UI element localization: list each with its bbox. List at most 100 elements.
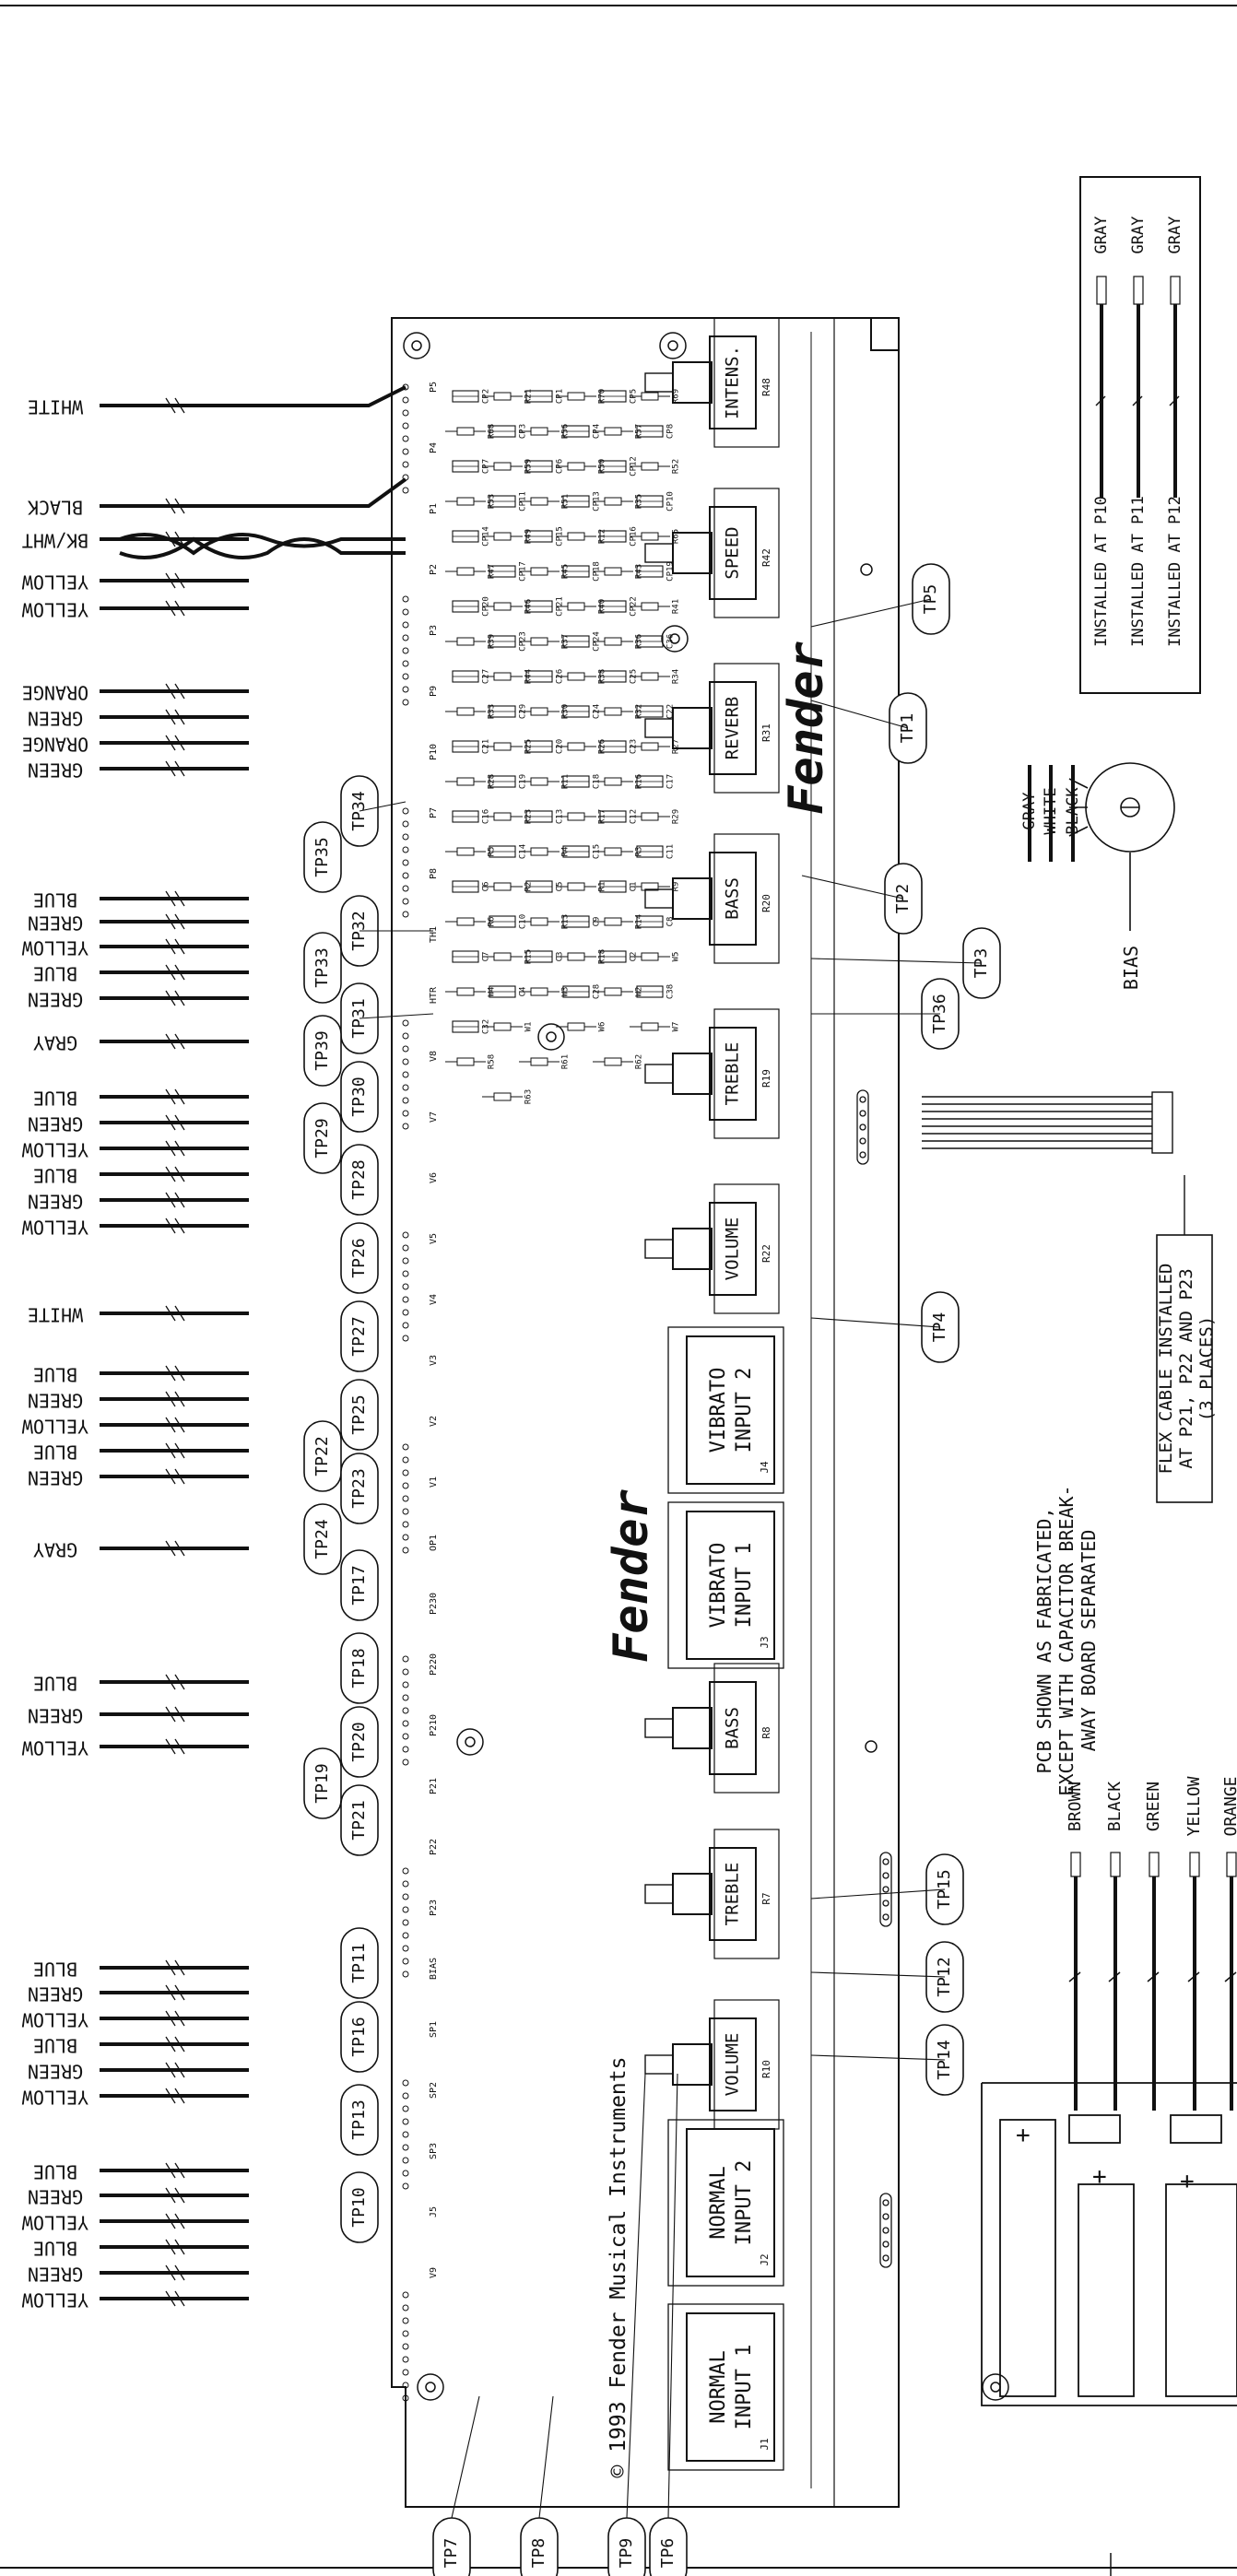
- flex-note: FLEX CABLE INSTALLED AT P21, P22 AND P23…: [1156, 1175, 1217, 1503]
- test-point-label: TP25: [349, 1394, 369, 1434]
- test-point-label: TP27: [349, 1316, 369, 1356]
- test-point-label: TP23: [349, 1468, 369, 1508]
- installed-label: INSTALLED AT P12: [1166, 496, 1184, 647]
- left-wire: GREEN: [28, 1983, 249, 2006]
- test-point: TP6: [649, 2517, 688, 2576]
- misc-ref: BIAS: [429, 1958, 439, 1980]
- resistor-ref: W5: [672, 952, 681, 962]
- test-point-label: TP32: [349, 911, 369, 950]
- resistor-ref: R27: [672, 739, 681, 754]
- resistor-ref: R65: [672, 529, 681, 544]
- svg-text:EXCEPT WITH CAPACITOR BREAK-: EXCEPT WITH CAPACITOR BREAK-: [1055, 1485, 1078, 1795]
- jack-ref: J4: [759, 1461, 771, 1474]
- left-wire: BLUE: [33, 963, 249, 985]
- misc-ref: P4: [429, 442, 439, 453]
- resistor-ref: R34: [672, 669, 681, 684]
- left-wire: GREEN: [28, 2264, 249, 2286]
- resistor: W7: [630, 1022, 681, 1031]
- test-point: TP27: [340, 1300, 379, 1372]
- capacitor-ref: C8: [666, 917, 676, 927]
- installed-label: INSTALLED AT P11: [1129, 496, 1148, 647]
- left-wire-label: GREEN: [28, 2186, 83, 2208]
- left-wire-label: BLUE: [33, 963, 77, 985]
- left-wire: GREEN: [28, 2186, 249, 2208]
- left-wire-label: YELLOW: [21, 2087, 88, 2109]
- left-wire: GREEN: [28, 1113, 249, 1135]
- pot-ref: R8: [760, 1726, 772, 1738]
- left-wire-label: BLUE: [33, 2035, 77, 2057]
- test-point: TP17: [340, 1549, 379, 1621]
- left-wire-label: BK/WHT: [22, 530, 88, 552]
- left-wire: BLUE: [33, 1364, 249, 1386]
- resistor-ref: R58: [488, 1054, 497, 1069]
- bias-wire: BLACK: [1064, 765, 1082, 862]
- test-point: TP16: [340, 2001, 379, 2073]
- misc-ref: SP1: [429, 2021, 439, 2038]
- bias-wire: GRAY: [1020, 765, 1039, 862]
- left-wire: GREEN: [28, 912, 249, 935]
- left-wire: BLACK: [28, 497, 249, 519]
- left-wire: YELLOW: [21, 1416, 249, 1438]
- capacitor: C38: [636, 984, 676, 999]
- pot-ref: R10: [760, 2060, 772, 2078]
- test-point: TP35: [303, 821, 342, 893]
- resistor: R53: [445, 494, 497, 509]
- capacitor-ref: C36: [666, 634, 676, 649]
- resistor: R5: [445, 847, 497, 856]
- jack-label-line2: INPUT 2: [733, 1368, 756, 1453]
- connector-p21: [879, 2193, 892, 2268]
- left-wire-label: BLUE: [33, 1441, 77, 1464]
- installed-row: INSTALLED AT P11 GRAY: [1129, 217, 1148, 647]
- breakaway-wire: GREEN: [1144, 1782, 1163, 2111]
- pot-ref: R48: [760, 378, 772, 396]
- misc-ref: P23: [429, 1900, 439, 1916]
- resistor: R29: [630, 809, 681, 824]
- jack-ref: J2: [759, 2253, 771, 2265]
- copyright-text: © 1993 Fender Musical Instruments: [607, 2057, 630, 2478]
- resistor: R47: [445, 564, 497, 579]
- left-wire-label: GREEN: [28, 1191, 83, 1213]
- left-wire-label: BLUE: [33, 2238, 77, 2260]
- svg-text:+: +: [1180, 2168, 1195, 2195]
- pot-label: TREBLE: [723, 1042, 743, 1106]
- left-wire: YELLOW: [21, 2212, 249, 2234]
- left-wire-label: WHITE: [28, 396, 83, 418]
- left-wire-label: YELLOW: [21, 1416, 88, 1438]
- resistor-ref: R29: [672, 809, 681, 824]
- resistor: R6: [445, 917, 497, 926]
- capacitor-ref: C38: [666, 984, 676, 999]
- left-wire-label: GRAY: [33, 1032, 77, 1054]
- test-point-label: TP33: [312, 947, 332, 987]
- mounting-hole: [403, 332, 430, 359]
- misc-ref: V5: [429, 1233, 439, 1244]
- left-wire-label: YELLOW: [21, 1217, 88, 1239]
- jack-label-line2: INPUT 1: [733, 2345, 756, 2430]
- jack-ref: J1: [759, 2438, 771, 2450]
- tube-sockets: [402, 383, 409, 2402]
- capacitor: C36: [636, 634, 676, 649]
- breakaway-wire-label: BLACK: [1105, 1782, 1125, 1831]
- left-wire-label: GREEN: [28, 912, 83, 935]
- capacitor: C8: [636, 915, 676, 928]
- test-point: TP22: [303, 1420, 342, 1492]
- left-wire: GREEN: [28, 1705, 249, 1727]
- resistor: R28: [445, 774, 497, 789]
- pot-ref: R20: [760, 894, 772, 912]
- misc-ref: P5: [429, 382, 439, 393]
- pot-label: REVERB: [723, 697, 743, 760]
- left-wire: BLUE: [33, 2035, 249, 2057]
- misc-ref: TH1: [429, 926, 439, 943]
- installed-wire-color: GRAY: [1129, 217, 1148, 254]
- test-point-label: TP22: [312, 1436, 332, 1476]
- breakaway-wire-label: BROWN: [1066, 1782, 1085, 1831]
- jack-label-line2: INPUT 1: [733, 1543, 756, 1629]
- installed-wire-color: GRAY: [1092, 217, 1111, 254]
- test-point-label: TP19: [312, 1763, 332, 1803]
